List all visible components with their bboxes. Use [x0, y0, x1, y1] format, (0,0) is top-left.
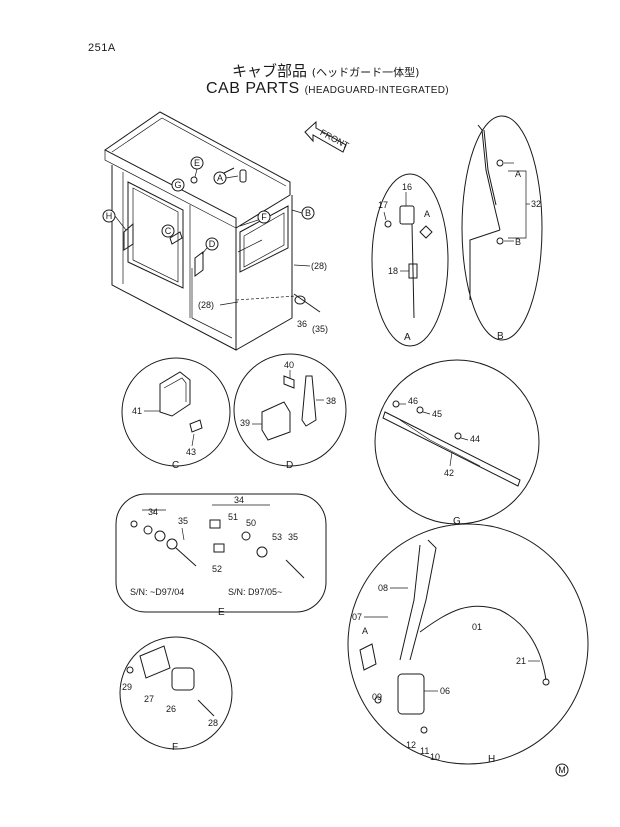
title-english: CAB PARTS (HEADGUARD-INTEGRATED) — [206, 80, 449, 98]
detail-e-label: E — [218, 607, 225, 618]
detail-c-part-43: 43 — [186, 447, 196, 457]
detail-e-part-35a: 35 — [178, 516, 188, 526]
detail-e-part-51: 51 — [228, 512, 238, 522]
detail-h-part-21: 21 — [516, 656, 526, 666]
detail-d-part-40: 40 — [284, 360, 294, 370]
detail-f-part-26: 26 — [166, 704, 176, 714]
part-28-lower: (28) — [198, 300, 214, 310]
detail-d-part-38: 38 — [326, 396, 336, 406]
detail-f-part-29: 29 — [122, 682, 132, 692]
detail-a: 16 17 18 A A — [371, 173, 449, 347]
detail-f: 29 27 26 28 F — [119, 636, 233, 753]
callout-g: G — [174, 180, 181, 190]
detail-c-label: C — [172, 460, 179, 471]
callout-e: E — [194, 158, 200, 168]
detail-h: 08 07 A 09 01 21 06 12 11 10 H — [347, 523, 589, 765]
detail-d-label: D — [286, 460, 293, 471]
detail-b-part-32: 32 — [531, 199, 541, 209]
title-english-sub: (HEADGUARD-INTEGRATED) — [304, 85, 449, 96]
detail-c: 41 43 C — [121, 357, 231, 471]
callout-h: H — [106, 211, 113, 221]
detail-d: 40 38 39 D — [233, 353, 347, 471]
footer-mark-letter: M — [558, 765, 566, 775]
detail-e-sn-right: S/N: D97/05~ — [228, 587, 282, 597]
cab-main-view — [104, 111, 321, 351]
detail-h-part-06: 06 — [440, 686, 450, 696]
detail-h-part-01: 01 — [472, 622, 482, 632]
part-28-upper: (28) — [311, 261, 327, 271]
title-english-main: CAB PARTS — [206, 80, 300, 97]
callout-d: D — [209, 239, 216, 249]
detail-f-label: F — [172, 742, 178, 753]
page-number: 251A — [88, 42, 116, 54]
front-arrow: FRONT — [304, 120, 351, 153]
detail-e: 34 35 34 51 50 52 53 35 S/N: ~D97/04 S/N… — [115, 493, 327, 618]
detail-a-part-18: 18 — [388, 266, 398, 276]
detail-f-part-27: 27 — [144, 694, 154, 704]
detail-d-part-39: 39 — [240, 418, 250, 428]
detail-e-sn-left: S/N: ~D97/04 — [130, 587, 184, 597]
detail-a-part-17: 17 — [378, 200, 388, 210]
detail-e-part-34b: 34 — [234, 495, 244, 505]
detail-b-a: A — [515, 169, 521, 179]
callout-f: F — [261, 212, 267, 222]
part-35: (35) — [312, 324, 328, 334]
main-callouts: E A G F B C D H (28) (28) 36 (35) — [102, 156, 328, 334]
title-japanese: キャブ部品 (ヘッドガード一体型) — [232, 60, 419, 81]
detail-f-part-28: 28 — [208, 718, 218, 728]
detail-e-part-35b: 35 — [288, 532, 298, 542]
detail-h-part-09: 09 — [372, 692, 382, 702]
detail-h-label: H — [488, 754, 495, 765]
detail-e-part-50: 50 — [246, 518, 256, 528]
detail-h-a: A — [362, 626, 368, 636]
detail-a-part-16: 16 — [402, 182, 412, 192]
detail-a-arrow-a: A — [424, 209, 430, 219]
detail-g-part-42: 42 — [444, 468, 454, 478]
part-36: 36 — [297, 319, 307, 329]
detail-c-part-41: 41 — [132, 406, 142, 416]
detail-e-part-52: 52 — [212, 564, 222, 574]
detail-a-label: A — [404, 332, 411, 343]
detail-g-label: G — [453, 516, 461, 527]
detail-h-part-11: 11 — [420, 746, 429, 756]
detail-g-part-45: 45 — [432, 409, 442, 419]
detail-b-b: B — [515, 237, 521, 247]
detail-h-part-12: 12 — [406, 740, 416, 750]
callout-a: A — [217, 173, 223, 183]
detail-g-part-44: 44 — [470, 434, 480, 444]
detail-h-part-07: 07 — [352, 612, 362, 622]
detail-h-part-10: 10 — [430, 752, 440, 762]
detail-g: 46 45 44 42 G — [374, 359, 540, 527]
callout-c: C — [165, 226, 172, 236]
detail-e-part-53: 53 — [272, 532, 282, 542]
detail-h-part-08: 08 — [378, 583, 388, 593]
title-japanese-main: キャブ部品 — [232, 62, 308, 80]
detail-e-part-34a: 34 — [148, 507, 158, 517]
detail-b-label: B — [497, 331, 504, 342]
footer-mark: M — [555, 763, 569, 777]
callout-b: B — [305, 208, 311, 218]
detail-g-part-46: 46 — [408, 396, 418, 406]
title-japanese-sub: (ヘッドガード一体型) — [311, 66, 420, 79]
detail-b: A B 32 B — [461, 115, 543, 342]
